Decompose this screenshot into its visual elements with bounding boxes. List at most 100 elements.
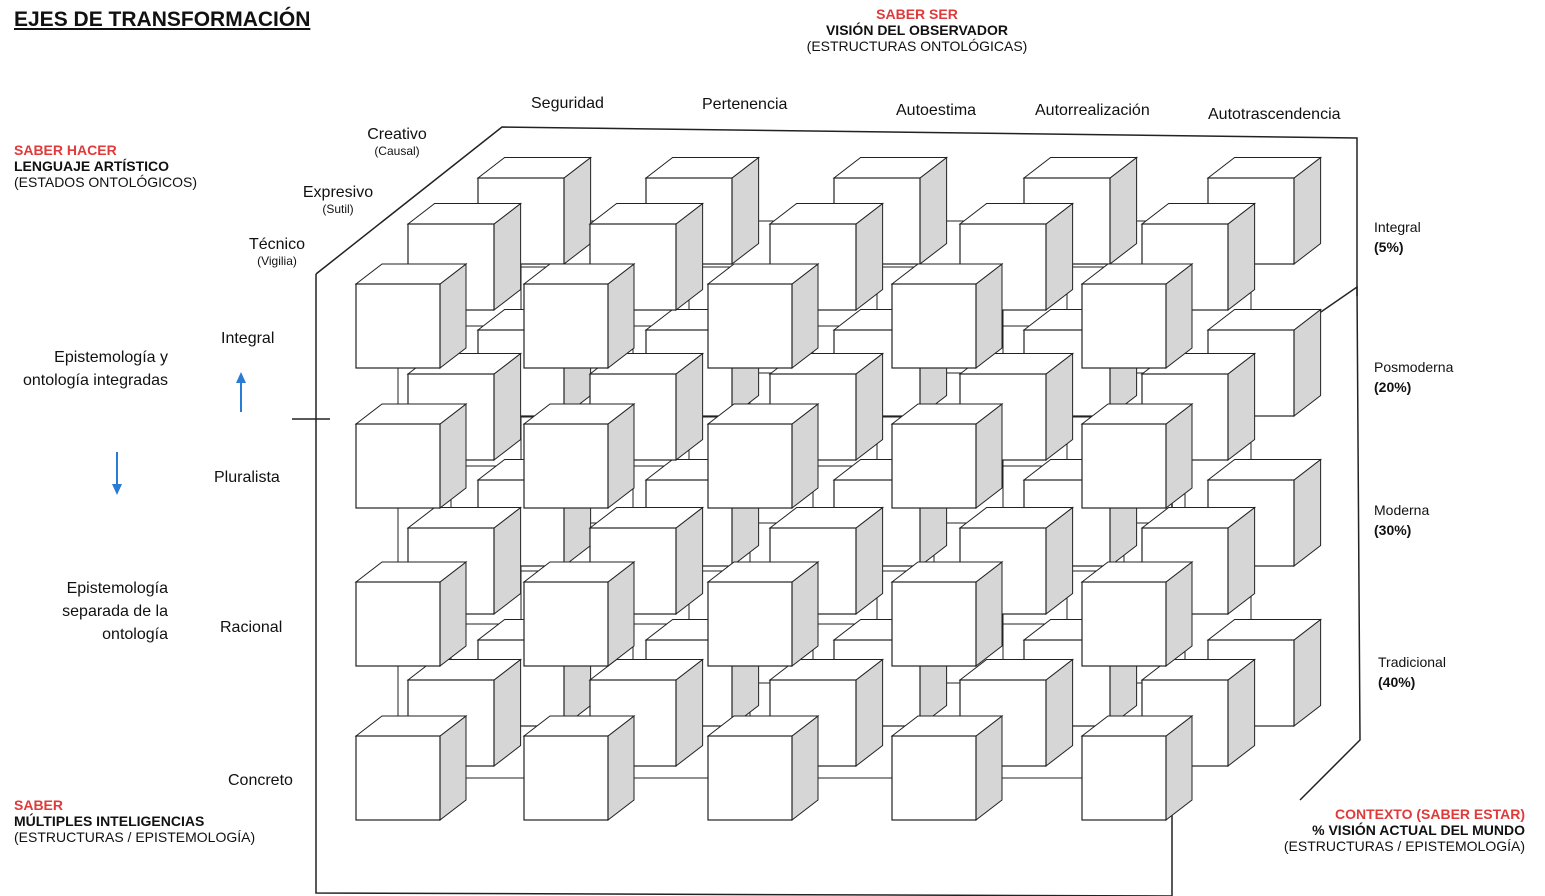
- cube: [890, 560, 1004, 668]
- right-axis-pct: (40%): [1378, 674, 1416, 690]
- cube: [706, 262, 820, 370]
- cube: [354, 402, 468, 510]
- cube-front: [707, 581, 793, 667]
- saber-block: SABER MÚLTIPLES INTELIGENCIAS (ESTRUCTUR…: [14, 797, 255, 845]
- saber-hacer-block: SABER HACER LENGUAJE ARTÍSTICO (ESTADOS …: [14, 142, 197, 190]
- contexto-line2: (ESTRUCTURAS / EPISTEMOLOGÍA): [1283, 838, 1525, 854]
- cube-front: [523, 735, 609, 821]
- back-plane-edge: [315, 126, 1358, 296]
- epistemology-lower-line1: Epistemología: [66, 580, 168, 597]
- cube-front: [1081, 581, 1167, 667]
- right-axis-label: Tradicional: [1378, 654, 1446, 670]
- right-axis-item: Tradicional (40%): [1378, 652, 1446, 692]
- arrow-down-icon: [112, 452, 122, 495]
- vertical-axis-label: Racional: [220, 619, 283, 636]
- cube: [354, 560, 468, 668]
- depth-axis-label: Creativo (Causal): [357, 126, 437, 158]
- right-axis-pct: (30%): [1374, 522, 1412, 538]
- cube: [890, 714, 1004, 822]
- cube: [706, 402, 820, 510]
- cube-front: [523, 423, 609, 509]
- cube: [522, 714, 636, 822]
- cube-grid: [354, 156, 1323, 822]
- depth-axis-label-text: Técnico: [248, 236, 306, 253]
- depth-axis-label: Técnico (Vigilia): [240, 236, 314, 268]
- cube-front: [355, 735, 441, 821]
- top-axis-label: Seguridad: [531, 95, 604, 112]
- right-axis-label: Posmoderna: [1374, 359, 1454, 375]
- depth-axis-label-text: Expresivo: [302, 184, 374, 201]
- cube-front: [523, 581, 609, 667]
- cube-front: [355, 581, 441, 667]
- top-axis-label: Pertenencia: [702, 96, 788, 113]
- cube-front: [1081, 735, 1167, 821]
- cube: [354, 714, 468, 822]
- contexto-line1: % VISIÓN ACTUAL DEL MUNDO: [1312, 822, 1525, 838]
- right-axis-item: Posmoderna (20%): [1374, 357, 1453, 397]
- epistemology-upper-line2: ontología integradas: [23, 372, 168, 389]
- saber-line2: (ESTRUCTURAS / EPISTEMOLOGÍA): [14, 829, 256, 845]
- cube: [1080, 402, 1194, 510]
- depth-axis-sub: (Causal): [374, 144, 420, 158]
- cube: [1080, 714, 1194, 822]
- cube-front: [707, 423, 793, 509]
- right-axis-pct: (20%): [1374, 379, 1412, 395]
- epistemology-lower-line2: separada de la: [62, 603, 168, 620]
- saber-line1: MÚLTIPLES INTELIGENCIAS: [14, 813, 205, 829]
- vertical-axis-label: Pluralista: [214, 469, 280, 486]
- cube: [706, 714, 820, 822]
- cube-front: [707, 283, 793, 369]
- depth-axis-sub: (Sutil): [322, 202, 354, 216]
- cube: [522, 402, 636, 510]
- cube-front: [355, 283, 441, 369]
- saber-ser-line2: (ESTRUCTURAS ONTOLÓGICAS): [806, 38, 1028, 54]
- cube-front: [355, 423, 441, 509]
- contexto-block: CONTEXTO (SABER ESTAR) % VISIÓN ACTUAL D…: [1240, 806, 1525, 854]
- depth-axis-label: Expresivo (Sutil): [297, 184, 379, 216]
- contexto-heading: CONTEXTO (SABER ESTAR): [1334, 806, 1525, 822]
- saber-hacer-heading: SABER HACER: [14, 142, 117, 158]
- right-axis-label: Moderna: [1374, 502, 1430, 518]
- saber-ser-heading: SABER SER: [876, 6, 958, 22]
- arrow-up-icon: [236, 372, 246, 412]
- vertical-axis-label: Integral: [221, 330, 275, 347]
- epistemology-upper-line1: Epistemología y: [54, 349, 168, 366]
- vertical-axis-label: Concreto: [228, 772, 293, 789]
- cube-front: [891, 581, 977, 667]
- cube-front: [891, 735, 977, 821]
- cube: [890, 262, 1004, 370]
- top-axis-label: Autorrealización: [1035, 102, 1150, 119]
- right-axis-label: Integral: [1374, 219, 1421, 235]
- cube-front: [523, 283, 609, 369]
- saber-ser-line1: VISIÓN DEL OBSERVADOR: [825, 22, 1009, 38]
- cube: [706, 560, 820, 668]
- cube-front: [707, 735, 793, 821]
- cube: [522, 560, 636, 668]
- epistemology-upper: Epistemología y ontología integradas: [0, 346, 168, 392]
- cube: [890, 402, 1004, 510]
- saber-ser-block: SABER SER VISIÓN DEL OBSERVADOR (ESTRUCT…: [787, 6, 1047, 54]
- cube: [354, 262, 468, 370]
- depth-axis-sub: (Vigilia): [257, 254, 297, 268]
- epistemology-lower: Epistemología separada de la ontología: [0, 577, 168, 646]
- cube-front: [1081, 283, 1167, 369]
- depth-axis-label-text: Creativo: [367, 126, 427, 143]
- top-axis-label: Autotrascendencia: [1208, 106, 1341, 123]
- cube-front: [891, 283, 977, 369]
- cube-front: [1081, 423, 1167, 509]
- saber-hacer-line1: LENGUAJE ARTÍSTICO: [14, 158, 170, 174]
- cube: [958, 658, 1075, 768]
- right-axis-item: Moderna (30%): [1374, 500, 1429, 540]
- top-axis-label: Autoestima: [896, 102, 977, 119]
- saber-hacer-line2: (ESTADOS ONTOLÓGICOS): [14, 174, 198, 190]
- epistemology-lower-line3: ontología: [102, 626, 168, 643]
- saber-heading: SABER: [14, 797, 64, 813]
- cube: [1080, 560, 1194, 668]
- cube: [958, 202, 1075, 312]
- right-axis-pct: (5%): [1374, 239, 1404, 255]
- cube: [522, 262, 636, 370]
- cube-front: [891, 423, 977, 509]
- front-plane-edge: [315, 274, 1173, 896]
- cube: [1080, 262, 1194, 370]
